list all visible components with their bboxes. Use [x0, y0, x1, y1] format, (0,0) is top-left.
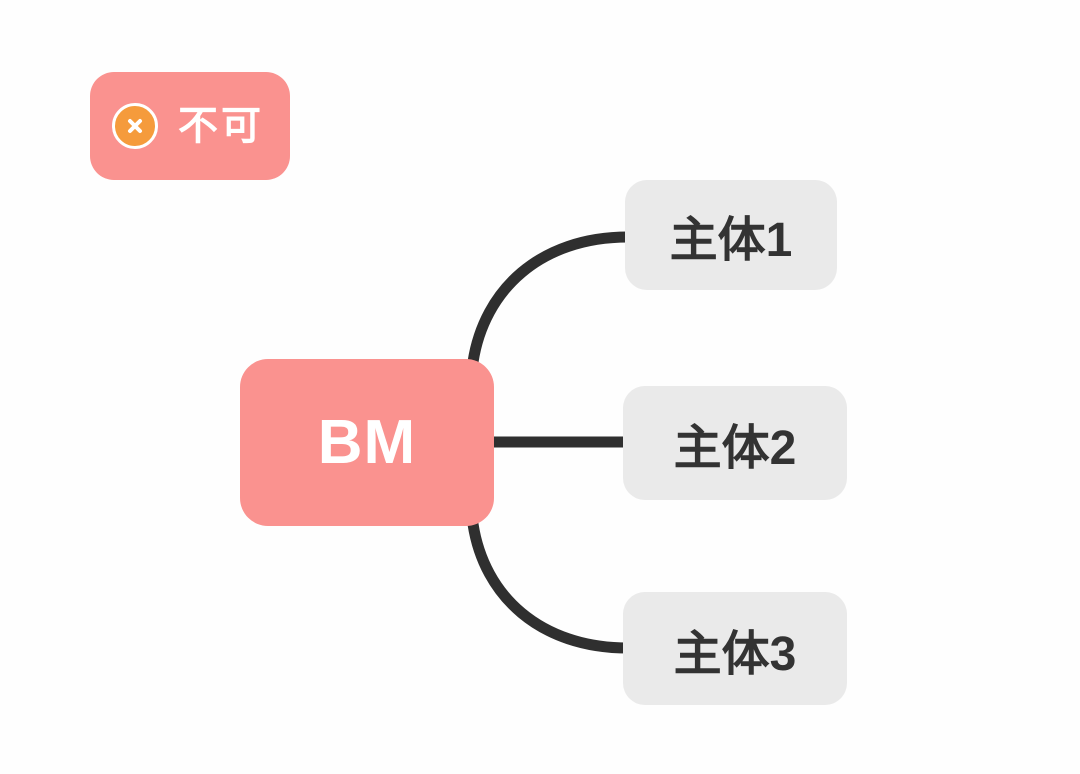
child-node-2: 主体2: [623, 386, 847, 500]
not-allowed-badge: 不可: [90, 72, 290, 180]
x-circle-icon: [112, 103, 158, 149]
child-node-1: 主体1: [625, 180, 837, 290]
connector-root-to-child-1: [467, 231, 634, 368]
child-node-1-label: 主体1: [669, 214, 793, 267]
root-node-bm: BM: [240, 359, 494, 526]
child-node-3: 主体3: [623, 592, 847, 705]
badge-label: 不可: [178, 104, 264, 148]
root-node-label: BM: [317, 408, 417, 477]
connector-root-to-child-3: [467, 518, 634, 654]
child-node-2-label: 主体2: [673, 422, 797, 475]
child-node-3-label: 主体3: [673, 627, 797, 681]
